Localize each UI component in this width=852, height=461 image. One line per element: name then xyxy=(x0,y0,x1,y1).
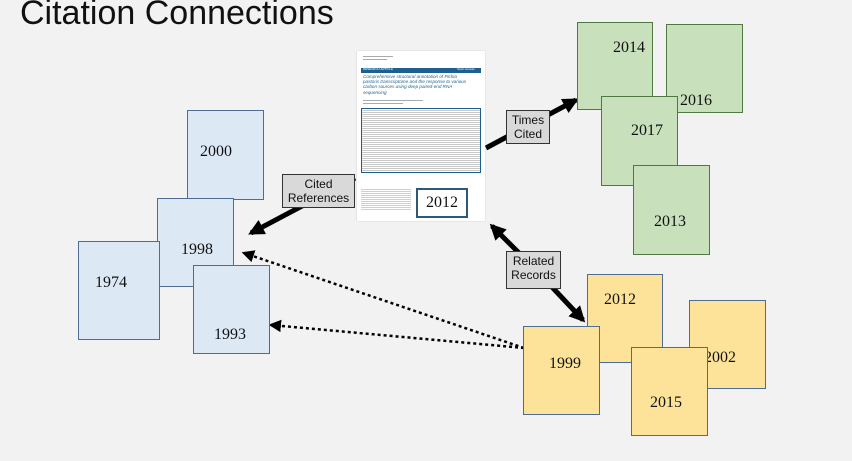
center-paper-year: 2012 xyxy=(416,188,468,218)
card-year: 2000 xyxy=(200,143,232,160)
paper-meta-line xyxy=(363,59,387,60)
card-year: 2013 xyxy=(654,213,686,230)
paper-header-left: RESEARCH ARTICLE xyxy=(363,67,393,71)
card-year: 2014 xyxy=(613,39,645,56)
card-year: 1993 xyxy=(214,326,246,343)
dotted-arrow-1993 xyxy=(268,319,525,350)
paper-header-bar xyxy=(361,68,481,73)
card-year: 2015 xyxy=(650,394,682,411)
cited-card-2000: 2000 xyxy=(187,110,264,200)
slide-title: Citation Connections xyxy=(20,0,334,32)
paper-title: Comprehensive structural annotation of P… xyxy=(363,74,467,95)
card-year: 2016 xyxy=(680,92,712,109)
card-year: 2002 xyxy=(704,349,736,366)
paper-header-right: Open Access xyxy=(457,67,475,71)
cited-card-1993: 1993 xyxy=(193,265,270,354)
paper-abstract-box xyxy=(361,108,481,173)
related-card-2015: 2015 xyxy=(631,347,708,436)
paper-footer xyxy=(361,188,411,210)
card-year: 1999 xyxy=(549,355,581,372)
cited-card-1974: 1974 xyxy=(78,241,160,340)
cited-references-label: Cited References xyxy=(282,174,355,208)
times-cited-label: Times Cited xyxy=(506,110,550,144)
related-card-1999: 1999 xyxy=(523,326,600,415)
times-cited-card-2016: 2016 xyxy=(666,24,743,113)
card-year: 2012 xyxy=(604,291,636,308)
card-year: 1998 xyxy=(181,241,213,258)
card-year: 1974 xyxy=(95,274,127,291)
card-year: 2017 xyxy=(631,122,663,139)
related-records-label: Related Records xyxy=(506,251,561,289)
paper-author-line xyxy=(363,100,423,101)
paper-meta-line xyxy=(363,56,393,57)
times-cited-card-2013: 2013 xyxy=(633,165,710,255)
paper-author-line xyxy=(363,103,403,104)
dotted-arrow-1998 xyxy=(241,250,525,350)
times-cited-card-2014: 2014 xyxy=(577,22,653,110)
